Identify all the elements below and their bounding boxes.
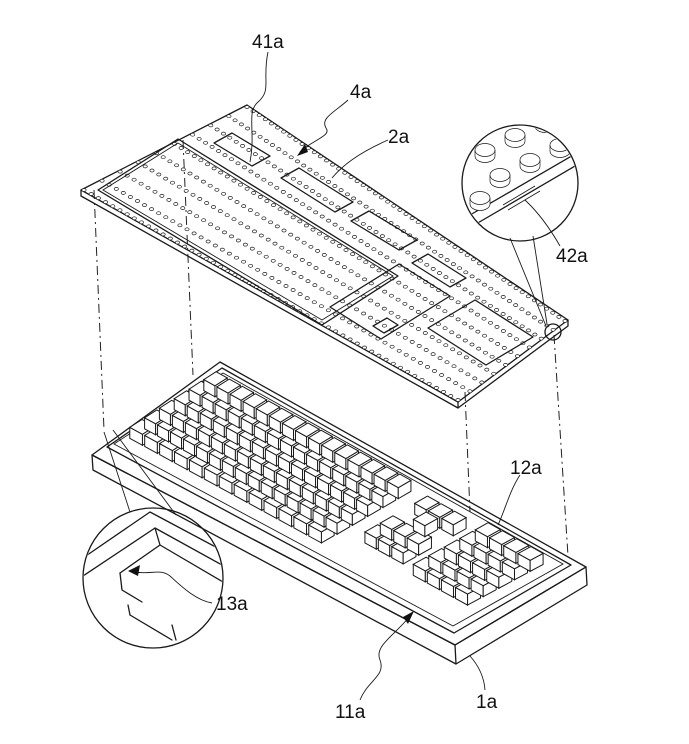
- frame-cover: [80, 104, 569, 409]
- leader-lines: [128, 51, 561, 701]
- label-1a: 1a: [476, 692, 498, 713]
- label-11a: 11a: [335, 702, 366, 723]
- stud-detail-circle: [461, 124, 579, 341]
- stud-array: [81, 105, 568, 402]
- label-4a: 4a: [350, 82, 372, 103]
- label-41a: 41a: [252, 32, 284, 53]
- label-42a: 42a: [556, 246, 588, 267]
- reference-labels: 41a 4a 2a 42a 12a 13a 11a 1a: [216, 32, 588, 723]
- label-12a: 12a: [510, 458, 542, 479]
- projection-lines: [93, 139, 569, 557]
- key-array: [128, 371, 545, 606]
- label-2a: 2a: [388, 127, 410, 148]
- lower-detail-circle: [82, 429, 224, 649]
- keyboard-base: [91, 361, 588, 665]
- label-13a: 13a: [216, 594, 248, 615]
